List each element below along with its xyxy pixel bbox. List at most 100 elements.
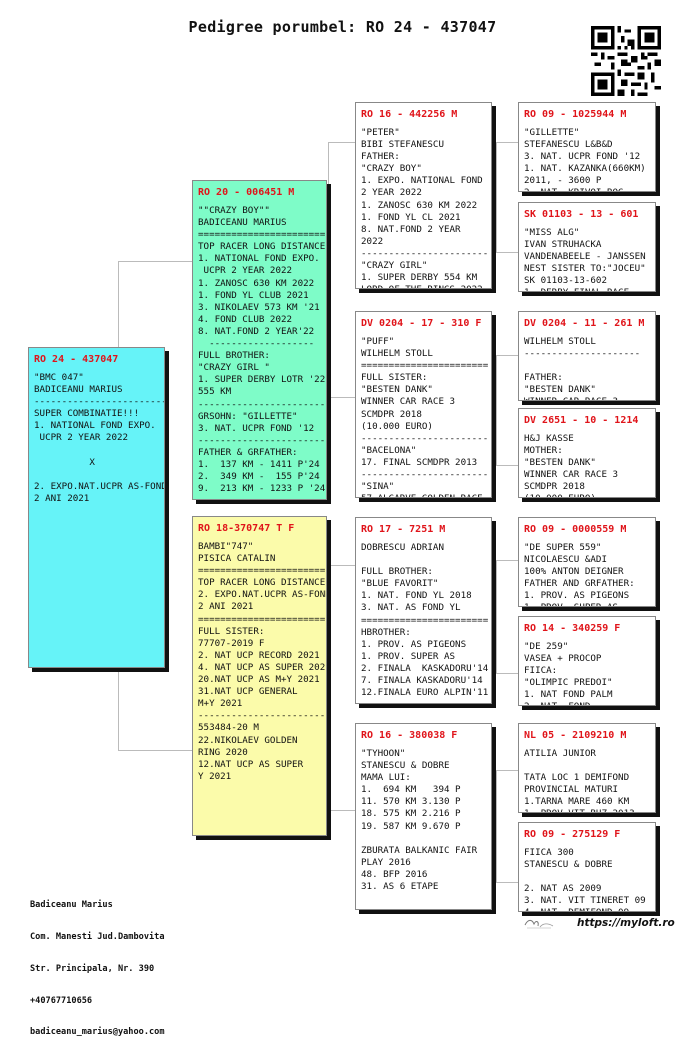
pedigree-line: 9. 213 KM - 1233 P '24 <box>198 483 326 495</box>
pedigree-line <box>524 360 650 372</box>
pedigree-line <box>524 871 650 883</box>
pedigree-line: X <box>34 456 95 468</box>
pedigree-line: "DE SUPER 559" <box>524 542 602 553</box>
pedigree-line: FULL BROTHER: <box>198 350 270 362</box>
pedigree-line: ----------------------- <box>361 432 489 444</box>
pedigree-line: FATHER: <box>524 372 563 384</box>
pedigree-line: 1. 137 KM - 1411 P'24 <box>198 458 320 470</box>
pedigree-line: 2 YEAR 2022 <box>361 187 422 199</box>
pedigree-line: (10.000 EURO) <box>524 493 650 497</box>
qr-code <box>591 26 661 96</box>
pedigree-line: 17. FINAL SCMDPR 2013 <box>361 456 478 468</box>
ring-number: RO 09 - 0000559 M <box>524 524 627 535</box>
connector-line <box>496 560 497 673</box>
pedigree-line <box>34 445 159 457</box>
pedigree-line: TOP RACER LONG DISTANCE <box>198 241 326 253</box>
pedigree-line: 2. FINALA KASKADORU'14 <box>361 662 489 674</box>
pedigree-line: PLAY 2016 <box>361 856 411 868</box>
pedigree-line: 1. EXPO. NATIONAL FOND <box>361 175 483 187</box>
connector-line <box>328 397 355 398</box>
pedigree-line: WINNER CAR RACE 3 <box>361 396 456 408</box>
pedigree-line: WILHELM STOLL <box>524 336 596 347</box>
ring-number: RO 20 - 006451 M <box>198 187 295 198</box>
ring-number: RO 09 - 275129 F <box>524 829 621 840</box>
pedigree-line: 3. NAT. VIT TINERET 09 <box>524 895 646 907</box>
pedigree-line: 4. NAT UCP AS SUPER 2021 <box>198 661 327 673</box>
pedigree-line: STANESCU & DOBRE <box>361 760 450 772</box>
sire-dam-card: DV 0204 - 17 - 310 F"PUFF"WILHELM STOLL=… <box>355 311 492 498</box>
connector-line <box>496 882 518 883</box>
pedigree-line: 11. 570 KM 3.130 P <box>361 796 461 808</box>
pedigree-line: FATHER & GRFATHER: <box>198 446 298 458</box>
pedigree-line: 1. NAT. KAZANKA(660KM) <box>524 163 646 175</box>
pedigree-line: 3. NAT. AS FOND YL <box>361 602 461 614</box>
pedigree-line: ----------------------- <box>361 469 489 481</box>
sire-sire-dam-card: SK 01103 - 13 - 601"MISS ALG"IVAN STRUHA… <box>518 202 656 292</box>
pedigree-line: (10.000 EURO) <box>361 420 433 432</box>
website-link[interactable]: https://myloft.ro <box>577 917 675 929</box>
pedigree-line: 1. PROV. AS PIGEONS <box>524 590 630 602</box>
pedigree-line: PROVINCIAL MATURI <box>524 784 619 796</box>
pedigree-line: 100% ANTON DEIGNER <box>524 566 624 578</box>
pedigree-line: 1. PROV VIT BUZ 2013 <box>524 808 650 812</box>
pedigree-line: STEFANESCU L&B&D <box>524 139 613 151</box>
pedigree-line: 31. AS 6 ETAPE <box>361 881 439 893</box>
connector-line <box>328 142 329 397</box>
pedigree-line: FULL SISTER: <box>361 372 428 384</box>
pedigree-line: 2. NAT. KRIVOI ROG <box>524 187 650 191</box>
pedigree-line: 31.NAT UCP GENERAL <box>198 686 298 698</box>
pedigree-line: STANESCU & DOBRE <box>524 859 613 871</box>
pedigree-line: 7. FINALA KASKADORU'14 <box>361 675 483 687</box>
pedigree-line: M+Y 2021 <box>198 698 243 710</box>
connector-line <box>496 355 497 465</box>
pedigree-line: 2. NAT AS 2009 <box>524 883 602 895</box>
pedigree-line: ----------------------- <box>198 710 326 722</box>
connector-line <box>328 142 355 143</box>
pedigree-line: ATILIA JUNIOR <box>524 748 596 759</box>
pedigree-line: FULL SISTER: <box>198 625 265 637</box>
pedigree-line: ======================= <box>198 613 326 625</box>
pedigree-line: "SINA" <box>361 481 395 493</box>
pedigree-line: Y 2021 <box>198 770 232 782</box>
pedigree-line: 4. NAT. DEMIFOND 09 <box>524 907 650 911</box>
breeder-phone: +40767710656 <box>30 995 93 1006</box>
pedigree-line: VASEA + PROCOP <box>524 653 602 665</box>
ring-number: RO 17 - 7251 M <box>361 524 446 535</box>
pedigree-line: NEST SISTER TO:"JOCEU" <box>524 263 646 275</box>
pedigree-line: 2 ANI 2021 <box>34 492 90 504</box>
connector-line <box>496 252 518 253</box>
pedigree-line: "BMC 047" <box>34 372 84 383</box>
pedigree-line: BADICEANU MARIUS <box>198 217 287 229</box>
pedigree-line: "GILLETTE" <box>524 127 580 138</box>
pedigree-line: 48. BFP 2016 <box>361 868 428 880</box>
pedigree-line: 2. EXPO.NAT.UCPR AS-FOND <box>34 480 165 492</box>
page-title: Pedigree porumbel: RO 24 - 437047 <box>188 18 497 36</box>
pedigree-line: 2011, - 3600 P <box>524 175 602 187</box>
ring-number: RO 14 - 340259 F <box>524 623 621 634</box>
pedigree-line: ======================= <box>198 565 326 577</box>
sire-sire-sire-card: RO 09 - 1025944 M"GILLETTE"STEFANESCU L&… <box>518 102 656 192</box>
connector-line <box>496 673 518 674</box>
pedigree-line: ------------------- <box>198 338 315 350</box>
pedigree-line: "PETER" <box>361 127 400 138</box>
pedigree-line: HBROTHER: <box>361 626 411 638</box>
pedigree-line: 1. PROV. SUPER AS <box>524 602 650 606</box>
pedigree-line: ZBURATA BALKANIC FAIR <box>361 844 478 856</box>
pedigree-line: IVAN STRUHACKA <box>524 239 602 251</box>
ring-number: RO 16 - 442256 M <box>361 109 458 120</box>
connector-line <box>496 770 518 771</box>
pedigree-line: VANDENABEELE - JANSSEN <box>524 251 646 263</box>
pedigree-line: 8. NAT.FOND 2 YEAR <box>361 223 461 235</box>
ring-number: SK 01103 - 13 - 601 <box>524 209 639 220</box>
pedigree-line: 2022 <box>361 235 384 247</box>
pedigree-line: 2. NAT UCP RECORD 2021 <box>198 649 320 661</box>
pedigree-line: 2. EXPO.NAT.UCPR AS-FOND <box>198 589 327 601</box>
pedigree-line: FIICA: <box>524 665 558 677</box>
pedigree-line: ""CRAZY BOY"" <box>198 205 270 216</box>
pedigree-line: 57.ALGARVE GOLDEN RACE <box>361 493 486 497</box>
pedigree-line: ----------------------- <box>361 247 489 259</box>
